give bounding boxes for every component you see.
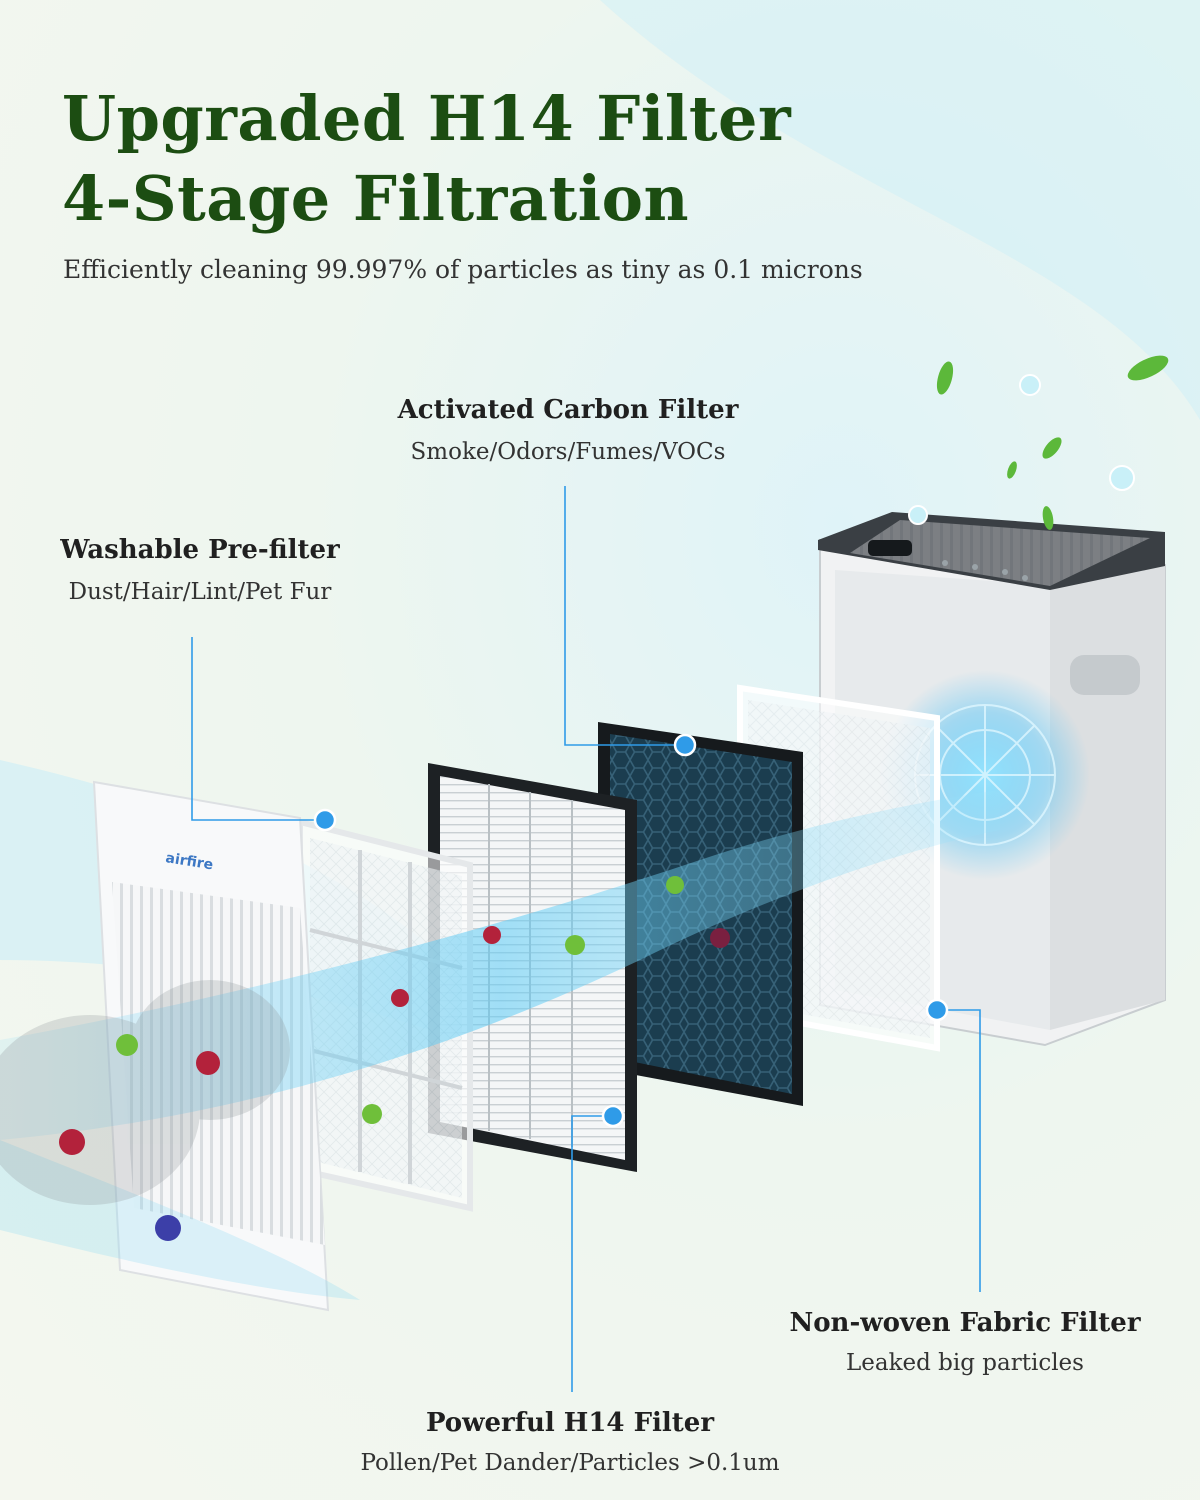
- callout-dots: [313, 733, 949, 1128]
- brand-logo: airfire: [164, 850, 214, 873]
- subtitle: Efficiently cleaning 99.997% of particle…: [63, 255, 863, 284]
- callout-washable-pre-filter: Washable Pre-filter Dust/Hair/Lint/Pet F…: [20, 535, 380, 605]
- callout-activated-carbon-filter: Activated Carbon Filter Smoke/Odors/Fume…: [368, 395, 768, 465]
- callout-lines: [191, 486, 981, 1392]
- filter-description: Dust/Hair/Lint/Pet Fur: [68, 579, 332, 605]
- filter-name: Non-woven Fabric Filter: [789, 1308, 1141, 1338]
- callout-non-woven-fabric-filter: Non-woven Fabric Filter Leaked big parti…: [760, 1308, 1170, 1376]
- filter-description: Pollen/Pet Dander/Particles >0.1um: [360, 1450, 780, 1476]
- filter-description: Leaked big particles: [846, 1350, 1084, 1376]
- callout-powerful-h14-filter: Powerful H14 Filter Pollen/Pet Dander/Pa…: [290, 1408, 850, 1476]
- particles: [59, 876, 730, 1241]
- leaves: [908, 355, 1169, 530]
- headline-line-2: 4-Stage Filtration: [62, 162, 690, 235]
- filter-name: Powerful H14 Filter: [425, 1408, 715, 1438]
- headline-line-1: Upgraded H14 Filter: [62, 82, 792, 155]
- filter-name: Activated Carbon Filter: [397, 395, 739, 425]
- filter-description: Smoke/Odors/Fumes/VOCs: [410, 439, 726, 465]
- airflow-stream: [0, 790, 1000, 1140]
- dust-cloud: [0, 980, 290, 1205]
- filter-name: Washable Pre-filter: [60, 535, 340, 565]
